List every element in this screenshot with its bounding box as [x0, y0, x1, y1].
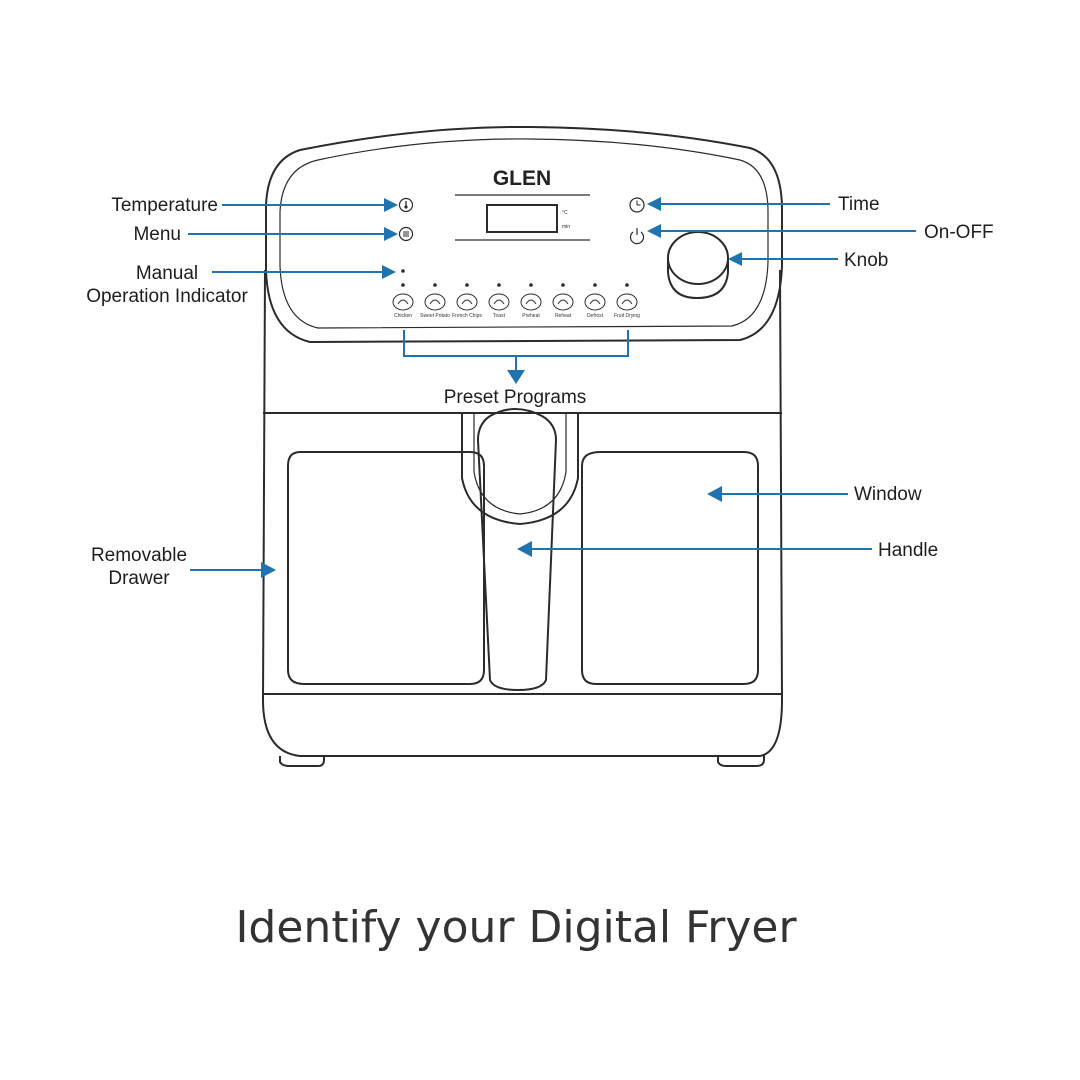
power-icon [629, 228, 645, 245]
drawer-handle[interactable] [461, 408, 579, 692]
arrow-time [647, 197, 830, 211]
manual-operation-indicators [401, 269, 629, 287]
preset-label: Defrost [587, 313, 604, 319]
arrow-window [707, 486, 848, 502]
preset-button-french-chips[interactable]: French Chips [452, 293, 482, 319]
preset-label: Reheat [555, 313, 572, 319]
preset-label: Fruit Drying [614, 313, 640, 319]
preset-indicator-dot [561, 283, 565, 287]
brand-logo: GLEN [493, 167, 551, 190]
display-temp-unit: °C [562, 210, 568, 216]
clock-icon [636, 200, 641, 206]
preset-indicator-dot [529, 283, 533, 287]
preset-label: French Chips [452, 313, 482, 319]
preset-button-fruit-drying[interactable]: Fruit Drying [614, 293, 640, 319]
page-caption: Identify your Digital Fryer [235, 902, 797, 953]
preheat-icon [525, 299, 537, 305]
fruit-drying-icon [621, 299, 633, 305]
callout-time: Time [838, 194, 880, 215]
menu-icon [403, 231, 409, 237]
arrow-menu [188, 227, 398, 241]
preset-button-sweet-potato[interactable]: Sweet Potato [420, 293, 450, 319]
control-knob[interactable] [667, 231, 729, 300]
preset-label: Preheat [522, 313, 540, 319]
thermometer-icon [404, 201, 408, 209]
preset-indicator-dot [401, 283, 405, 287]
preset-button-reheat[interactable]: Reheat [552, 293, 574, 319]
arrow-knob [728, 252, 838, 266]
callout-on-off: On-OFF [924, 222, 994, 243]
arrow-manual-indicator [212, 265, 396, 279]
sweet-potato-icon [429, 299, 441, 305]
menu-button[interactable] [398, 226, 414, 242]
arrow-handle [517, 541, 872, 557]
control-panel [265, 125, 783, 344]
callout-handle: Handle [878, 540, 938, 561]
callout-window: Window [854, 484, 922, 505]
preset-indicator-dot [433, 283, 437, 287]
callout-manual-line2: Operation Indicator [86, 286, 248, 307]
right-window [581, 451, 759, 685]
reheat-icon [557, 299, 569, 305]
callout-preset-programs: Preset Programs [444, 387, 587, 408]
preset-button-preheat[interactable]: Preheat [520, 293, 542, 319]
preset-indicator-dot [593, 283, 597, 287]
arrow-drawer [190, 562, 276, 578]
manual-indicator-dot [401, 269, 405, 273]
callout-manual-line1: Manual [136, 263, 198, 284]
preset-button-defrost[interactable]: Defrost [584, 293, 606, 319]
preset-bracket [403, 330, 629, 384]
arrow-temperature [222, 198, 398, 212]
preset-indicator-dot [625, 283, 629, 287]
chicken-icon [397, 299, 409, 305]
power-button[interactable] [629, 228, 645, 245]
preset-indicator-dot [465, 283, 469, 287]
arrow-on-off [647, 224, 916, 238]
callout-drawer-line2: Drawer [108, 568, 170, 589]
time-button[interactable] [629, 197, 645, 213]
callout-menu: Menu [133, 224, 181, 245]
fryer-body [261, 269, 784, 767]
digital-display: °C min [455, 194, 590, 241]
callout-knob: Knob [844, 250, 888, 271]
callout-drawer-line1: Removable [91, 545, 187, 566]
preset-label: Sweet Potato [420, 313, 450, 319]
french-chips-icon [461, 299, 473, 305]
preset-button-chicken[interactable]: Chicken [392, 293, 414, 319]
toast-icon [493, 299, 505, 305]
preset-indicator-dot [497, 283, 501, 287]
defrost-icon [589, 299, 601, 305]
display-time-unit: min [562, 224, 570, 230]
preset-button-toast[interactable]: Toast [488, 293, 510, 319]
preset-label: Toast [493, 313, 506, 319]
left-window [287, 451, 485, 685]
removable-drawer [263, 412, 782, 695]
temperature-button[interactable] [398, 197, 414, 213]
preset-label: Chicken [394, 313, 412, 319]
callout-temperature: Temperature [111, 195, 218, 216]
